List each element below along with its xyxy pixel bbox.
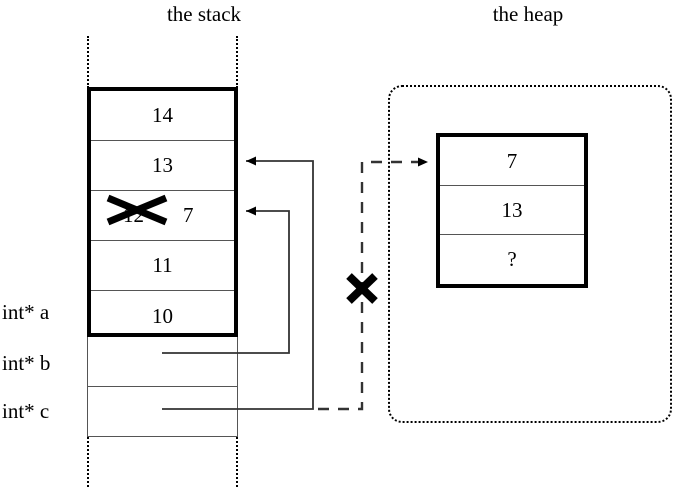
- heap-cell-2-value: ?: [507, 247, 517, 271]
- pointer-label-b: int* b: [2, 351, 51, 375]
- stack-lower-cells: [87, 337, 238, 437]
- stack-cell-1-value: 13: [152, 153, 173, 177]
- heap-cell-2: ?: [440, 235, 584, 284]
- heap-title: the heap: [492, 2, 564, 26]
- pointer-label-a: int* a: [2, 300, 50, 324]
- heap-cell-1-value: 13: [501, 197, 523, 222]
- stack-cell-b: [88, 337, 237, 387]
- stack-cell-2-old-value: 12: [123, 203, 144, 227]
- heap-cell-0: 7: [440, 137, 584, 186]
- stack-frame: 14 13 12 7 11 10: [87, 87, 238, 337]
- stack-cell-4: 10: [91, 291, 234, 341]
- stack-cell-0: 14: [91, 91, 234, 141]
- stack-cell-2-new-value: 7: [183, 203, 194, 227]
- stack-guide-right-bottom: [236, 437, 238, 487]
- stack-cell-2: 12 7: [91, 191, 234, 241]
- stack-guide-right-top: [236, 36, 238, 88]
- stack-cell-2-overwrite-group: 12 7: [91, 191, 234, 240]
- heap-cell-0-value: 7: [506, 148, 518, 173]
- stack-title: the stack: [166, 2, 242, 26]
- stack-cell-3: 11: [91, 241, 234, 291]
- pointer-label-c: int* c: [2, 399, 50, 423]
- stack-cell-4-value: 10: [152, 303, 173, 328]
- invalidation-x-icon-heap-pointer: [346, 273, 378, 304]
- stack-guide-left-bottom: [87, 437, 89, 487]
- stack-cell-c: [88, 387, 237, 437]
- heap-cell-1: 13: [440, 186, 584, 235]
- stack-cell-1: 13: [91, 141, 234, 191]
- stack-cell-0-value: 14: [152, 103, 173, 127]
- stack-cell-3-value: 11: [152, 253, 173, 277]
- stack-guide-left-top: [87, 36, 89, 88]
- heap-block: 7 13 ?: [436, 133, 588, 288]
